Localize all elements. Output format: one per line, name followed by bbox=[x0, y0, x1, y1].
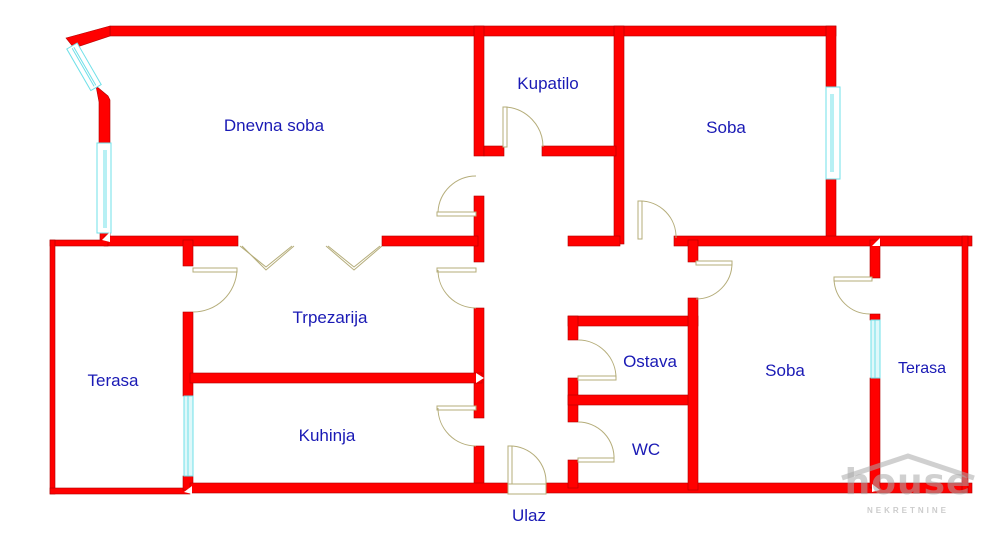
room-label-terasa-left: Terasa bbox=[87, 371, 139, 390]
windows bbox=[66, 42, 881, 477]
room-label-kupatilo: Kupatilo bbox=[517, 74, 579, 93]
room-label-kuhinja: Kuhinja bbox=[298, 426, 356, 445]
watermark-brand: house bbox=[844, 462, 972, 503]
room-label-trpezarija: Trpezarija bbox=[292, 308, 368, 327]
corner-markers bbox=[102, 232, 880, 494]
watermark-subtitle: NEKRETNINE bbox=[866, 506, 949, 515]
watermark-logo: house NEKRETNINE bbox=[838, 452, 978, 522]
entrance-label-ulaz: Ulaz bbox=[511, 506, 547, 525]
room-label-wc: WC bbox=[631, 440, 661, 459]
house-roof-icon bbox=[841, 453, 975, 481]
room-label-dnevna-soba: Dnevna soba bbox=[223, 116, 325, 135]
room-label-soba-bottom: Soba bbox=[765, 361, 805, 380]
room-label-soba-top: Soba bbox=[706, 118, 746, 137]
room-label-terasa-right: Terasa bbox=[897, 360, 947, 377]
walls bbox=[49, 25, 973, 495]
room-label-ostava: Ostava bbox=[623, 352, 677, 371]
doors bbox=[192, 106, 873, 495]
